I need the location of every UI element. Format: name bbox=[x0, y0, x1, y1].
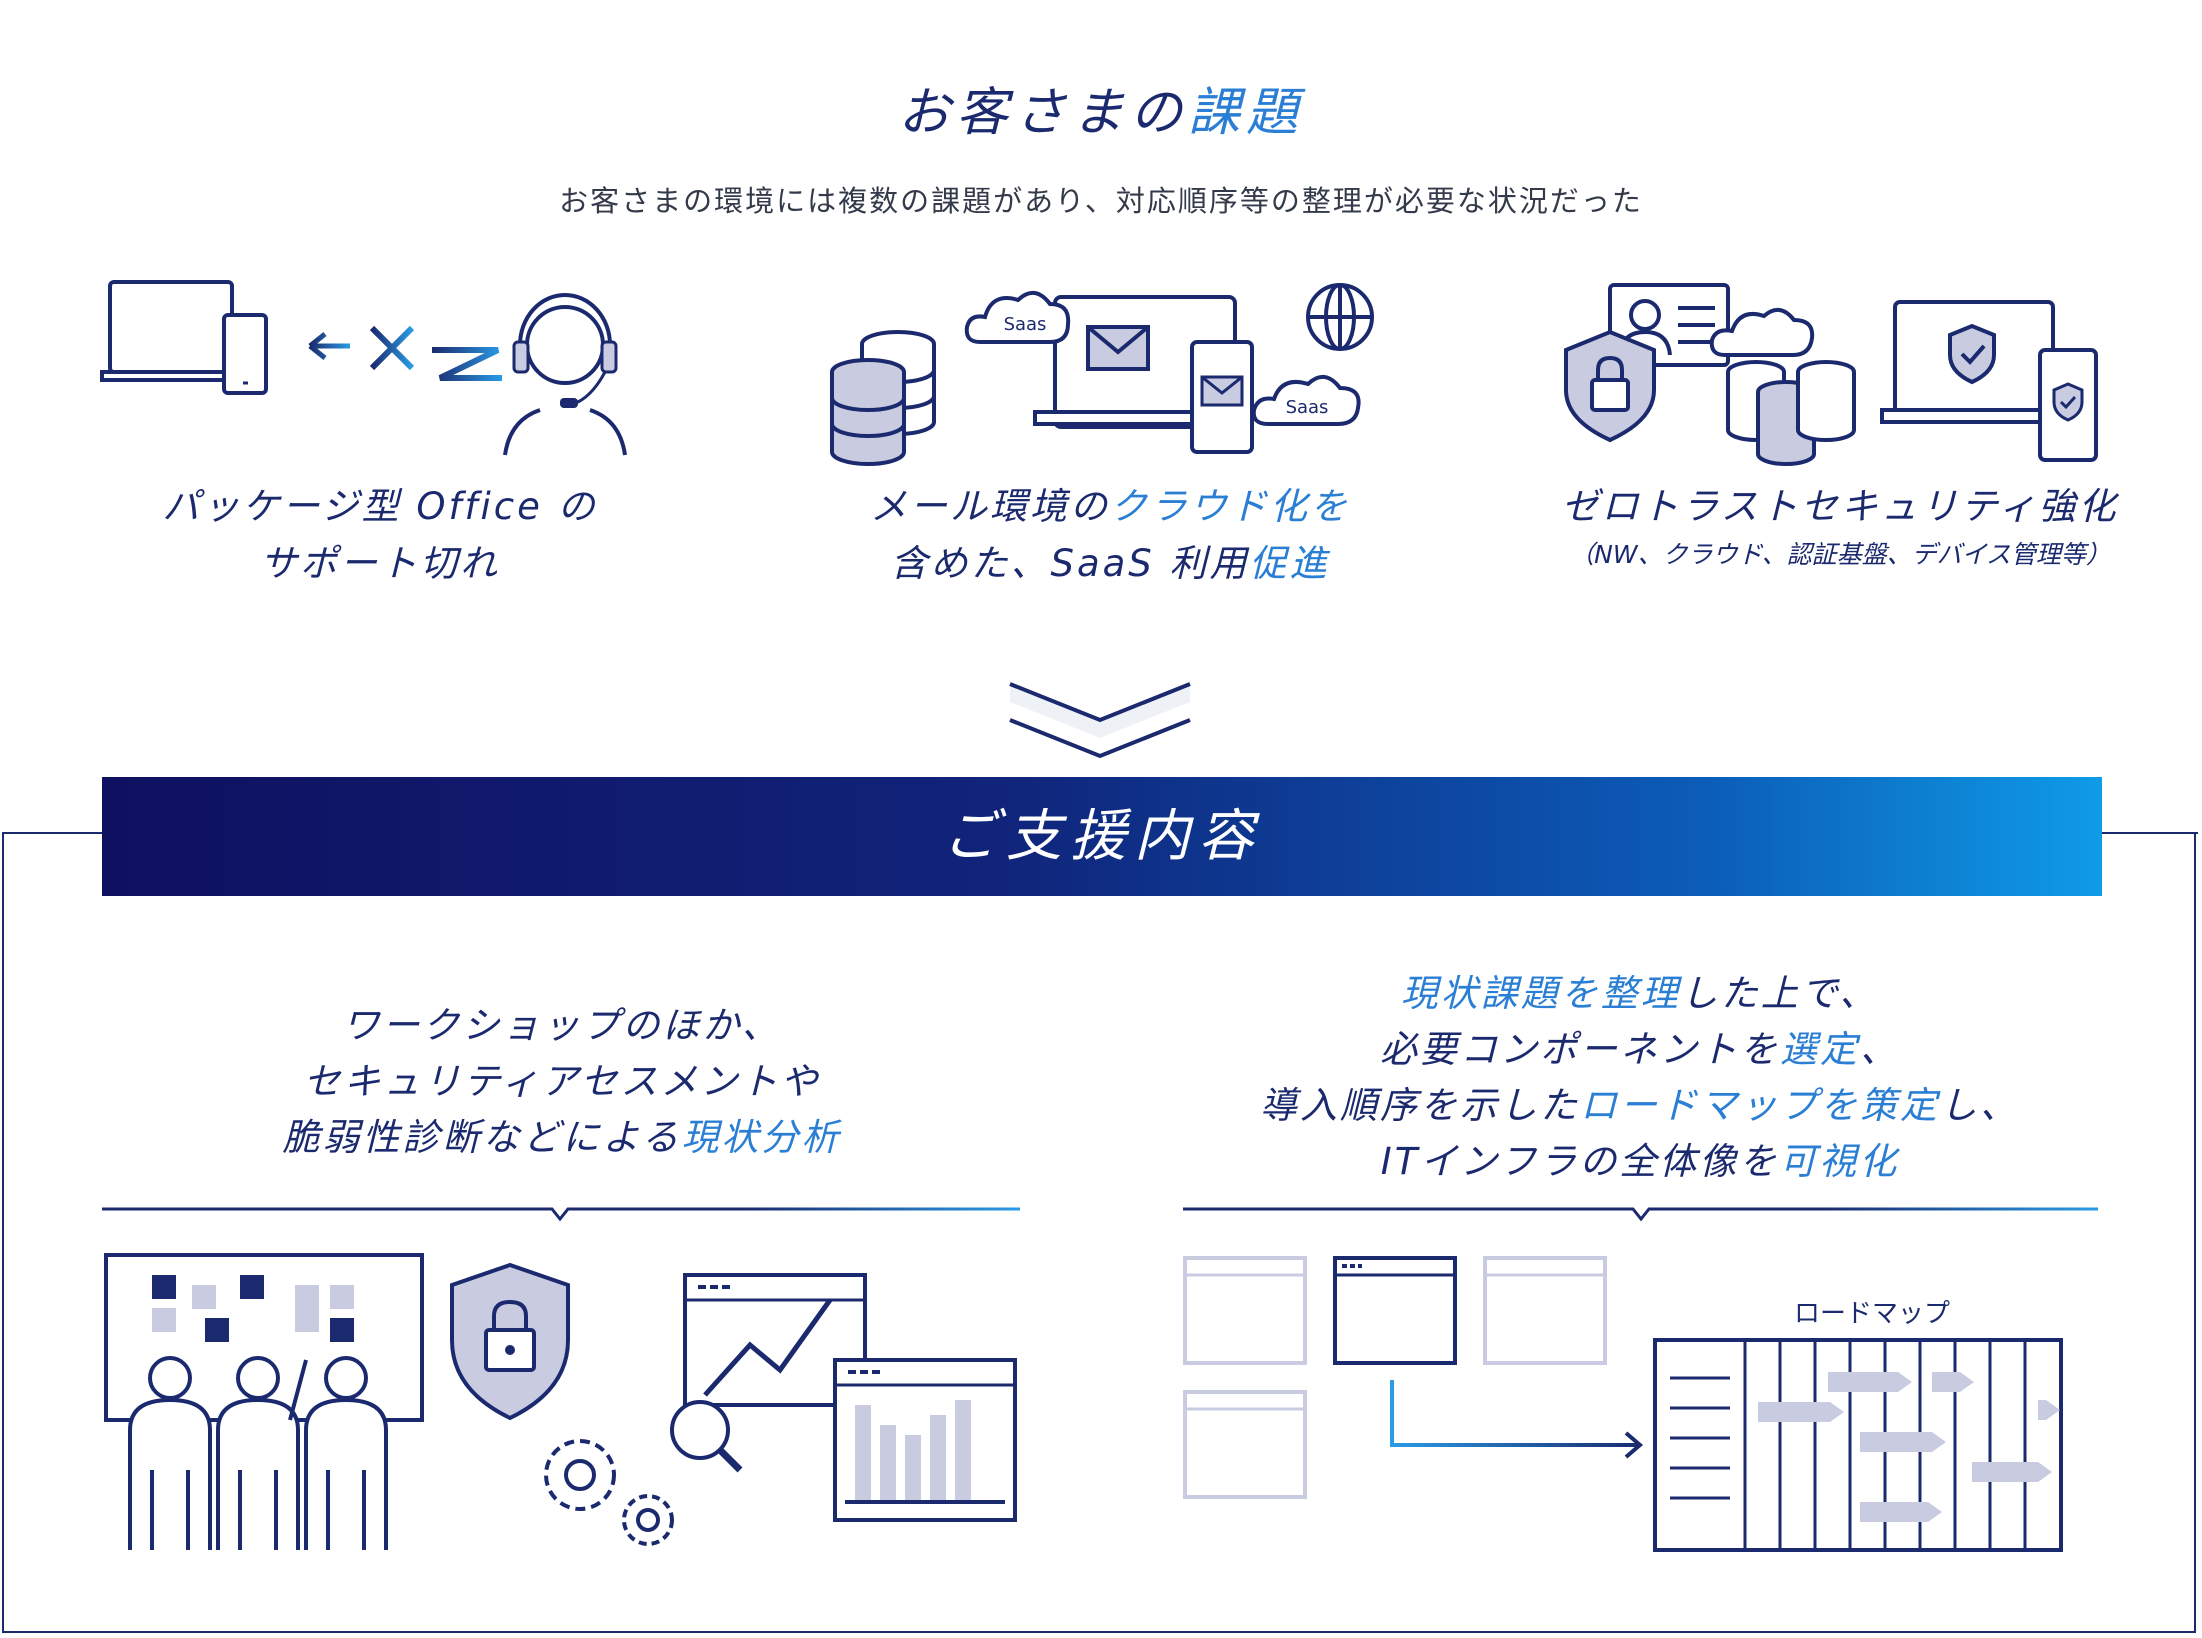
page-title: お客さまの課題 bbox=[0, 70, 2202, 145]
frame-top-right bbox=[2102, 832, 2198, 834]
support-left-caption: ワークショップのほか、 セキュリティアセスメントや 脆弱性診断などによる現状分析 bbox=[102, 998, 1022, 1166]
issue-3-caption: ゼロトラストセキュリティ強化 （NW、クラウド、認証基盤、デバイス管理等） bbox=[1510, 478, 2170, 571]
chevron-down-icon bbox=[1009, 682, 1191, 759]
support-right-line2b: 選定 bbox=[1780, 1028, 1860, 1071]
support-frame bbox=[2, 832, 2196, 1633]
issue-2-line1a: メール環境の bbox=[870, 485, 1110, 528]
title-accent: 課題 bbox=[1188, 83, 1305, 143]
support-left-line3b: 現状分析 bbox=[681, 1116, 842, 1159]
support-right-line3b: ロードマップを策定 bbox=[1580, 1084, 1940, 1127]
workshop-analysis-illustration bbox=[104, 1253, 1017, 1550]
issue-2-caption: メール環境のクラウド化を 含めた、SaaS 利用促進 bbox=[790, 478, 1430, 592]
issue-2-line2b: 促進 bbox=[1249, 542, 1330, 585]
support-right-line2a: 必要コンポーネントを bbox=[1380, 1028, 1780, 1071]
laptop-support-icon bbox=[100, 280, 627, 456]
saas-label-1: Saas bbox=[1004, 314, 1047, 335]
title-main: お客さまの bbox=[897, 83, 1188, 143]
issue-1-caption: パッケージ型 Office の サポート切れ bbox=[100, 478, 660, 592]
roadmap-label: ロードマップ bbox=[1794, 1299, 1950, 1329]
roadmap-illustration: ロードマップ bbox=[1183, 1256, 2063, 1552]
issue-2-line2a: 含めた、SaaS 利用 bbox=[890, 542, 1250, 585]
support-right-line1b: した上で、 bbox=[1680, 972, 1880, 1015]
support-right-line3c: し、 bbox=[1940, 1084, 2020, 1127]
cloud-mail-icon: Saas Saas bbox=[830, 283, 1374, 466]
zero-trust-icon bbox=[1564, 283, 2098, 466]
support-banner: ご支援内容 bbox=[102, 777, 2102, 896]
section-dividers bbox=[102, 1207, 2098, 1222]
support-right-line3a: 導入順序を示した bbox=[1260, 1084, 1580, 1127]
support-right-line4a: ITインフラの全体像を bbox=[1380, 1140, 1780, 1183]
page-subtitle: お客さまの環境には複数の課題があり、対応順序等の整理が必要な状況だった bbox=[559, 184, 1643, 218]
issue-3-line2: （NW、クラウド、認証基盤、デバイス管理等） bbox=[1569, 540, 2111, 569]
issue-2-line1b: クラウド化を bbox=[1110, 485, 1350, 528]
support-right-caption: 現状課題を整理した上で、 必要コンポーネントを選定、 導入順序を示したロードマッ… bbox=[1180, 966, 2100, 1190]
support-right-line4b: 可視化 bbox=[1779, 1140, 1900, 1183]
support-left-line2: セキュリティアセスメントや bbox=[303, 1060, 821, 1103]
issue-3-line1: ゼロトラストセキュリティ強化 bbox=[1561, 485, 2119, 528]
saas-label-2: Saas bbox=[1286, 397, 1329, 418]
frame-top-left bbox=[2, 832, 102, 834]
issue-1-line1: パッケージ型 Office の bbox=[162, 485, 598, 528]
support-left-line1: ワークショップのほか、 bbox=[342, 1004, 782, 1047]
support-left-line3a: 脆弱性診断などによる bbox=[282, 1116, 682, 1159]
support-right-line2c: 、 bbox=[1860, 1028, 1900, 1071]
issue-1-line2: サポート切れ bbox=[260, 542, 500, 585]
support-right-line1a: 現状課題を整理 bbox=[1400, 972, 1681, 1015]
